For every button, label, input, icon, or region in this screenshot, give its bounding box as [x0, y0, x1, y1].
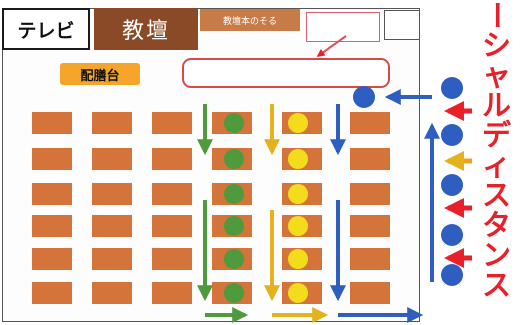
desk: [32, 148, 72, 170]
desk: [92, 112, 132, 134]
desk: [32, 215, 72, 237]
green-student: [224, 283, 244, 303]
podium-note: 教壇本のそる: [200, 9, 300, 31]
yellow-student: [288, 283, 308, 303]
side-text-char: タ: [481, 208, 511, 242]
desk: [152, 248, 192, 270]
desk: [152, 183, 192, 205]
serving-table-box: [182, 58, 390, 88]
desk: [92, 148, 132, 170]
side-text-char: ス: [481, 178, 511, 212]
side-text-char: デ: [481, 118, 511, 152]
yellow-student: [288, 149, 308, 169]
green-student: [224, 216, 244, 236]
social-distance-label: ーシャルディスタンス: [470, 0, 523, 325]
side-text-char: シ: [481, 28, 511, 62]
desk: [32, 248, 72, 270]
desk: [92, 282, 132, 304]
blue-student: [441, 174, 463, 196]
yellow-student: [288, 216, 308, 236]
blue-student: [441, 124, 463, 146]
side-text-char: ャ: [481, 58, 511, 92]
desk: [350, 148, 390, 170]
blue-student: [441, 77, 463, 99]
desk: [350, 112, 390, 134]
yellow-student: [288, 113, 308, 133]
blue-student: [353, 86, 375, 108]
desk: [350, 183, 390, 205]
desk: [32, 112, 72, 134]
desk: [92, 183, 132, 205]
top-box-gray: [384, 10, 420, 40]
desk: [152, 215, 192, 237]
green-student: [224, 149, 244, 169]
desk: [92, 215, 132, 237]
side-text-char: ー: [479, 0, 514, 30]
side-text-char: ン: [481, 238, 511, 272]
side-text-char: ィ: [481, 148, 511, 182]
desk: [152, 148, 192, 170]
desk: [350, 215, 390, 237]
red-arrow: [316, 35, 347, 57]
side-text-char: ス: [481, 268, 511, 302]
green-student: [224, 113, 244, 133]
side-text-char: ル: [481, 88, 511, 122]
yellow-student: [288, 184, 308, 204]
desk: [152, 112, 192, 134]
serving-table-label: 配膳台: [60, 63, 140, 85]
green-student: [224, 184, 244, 204]
podium-label: 教壇: [94, 8, 198, 50]
tv-label: テレビ: [2, 8, 90, 50]
desk: [32, 183, 72, 205]
blue-student: [441, 224, 463, 246]
blue-student: [441, 264, 463, 286]
desk: [152, 282, 192, 304]
green-student: [224, 249, 244, 269]
desk: [350, 282, 390, 304]
yellow-student: [288, 249, 308, 269]
desk: [32, 282, 72, 304]
desk: [350, 248, 390, 270]
desk: [92, 248, 132, 270]
